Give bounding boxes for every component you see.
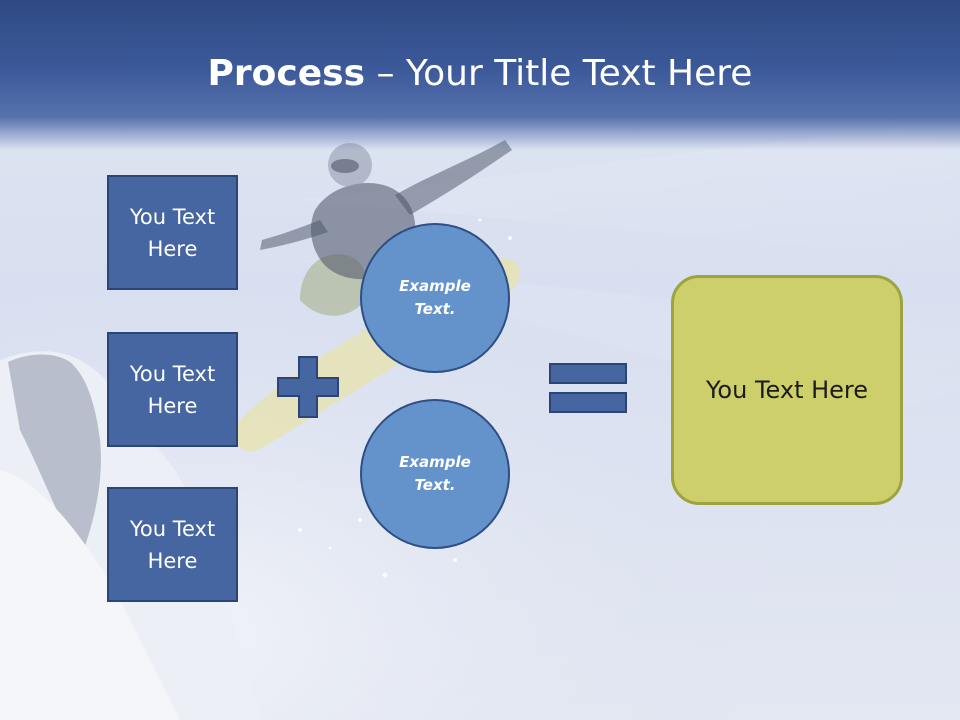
plus-icon <box>277 356 339 418</box>
text-box-1: You Text Here <box>107 175 238 290</box>
circle-label: Example Text. <box>399 277 471 318</box>
result-label: You Text Here <box>705 376 869 404</box>
text-box-label: You Text Here <box>129 361 216 418</box>
equals-icon-bottom-bar <box>549 392 627 413</box>
example-circle-2: Example Text. <box>360 399 510 549</box>
title-bold-text: Process <box>207 53 366 94</box>
text-box-label: You Text Here <box>129 204 216 261</box>
title-rest-text: – Your Title Text Here <box>365 53 753 94</box>
circle-label: Example Text. <box>399 453 471 494</box>
header-band <box>0 0 960 150</box>
slide-title: Process – Your Title Text Here <box>0 50 960 98</box>
text-box-2: You Text Here <box>107 332 238 447</box>
text-box-label: You Text Here <box>129 516 216 573</box>
equals-icon-top-bar <box>549 363 627 384</box>
example-circle-1: Example Text. <box>360 223 510 373</box>
result-box: You Text Here <box>671 275 903 505</box>
text-box-3: You Text Here <box>107 487 238 602</box>
